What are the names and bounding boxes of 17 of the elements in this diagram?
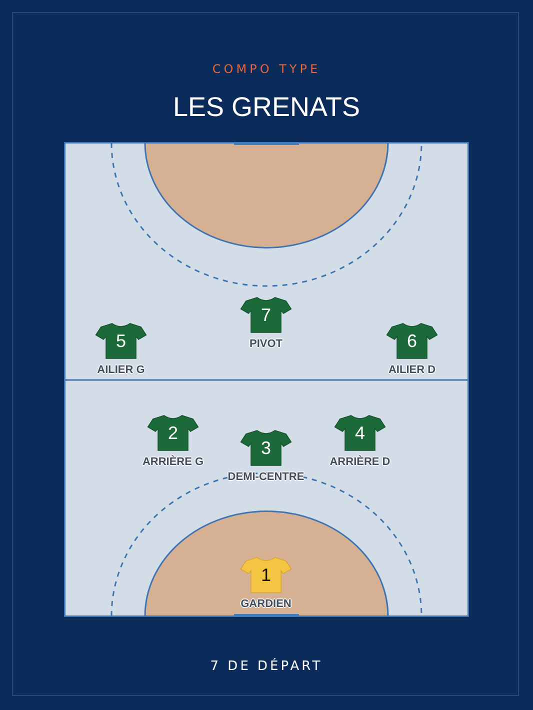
jersey-number: 5 <box>116 330 126 352</box>
jersey-number: 4 <box>354 422 365 444</box>
jersey-number: 1 <box>260 564 271 586</box>
position-label: AILIER D <box>388 364 436 377</box>
jersey-number: 2 <box>168 422 178 444</box>
jersey-number: 7 <box>260 304 271 326</box>
position-label: DEMI-CENTRE <box>228 471 304 484</box>
position-label: PIVOT <box>249 338 282 351</box>
jersey-number: 3 <box>260 437 271 459</box>
caption: 7 DE DÉPART <box>210 659 323 674</box>
jersey-number: 6 <box>406 330 417 352</box>
position-label: GARDIEN <box>240 598 292 611</box>
position-label: ARRIÈRE D <box>330 456 390 469</box>
kicker-label: COMPO TYPE <box>212 62 321 76</box>
position-label: ARRIÈRE G <box>142 456 204 469</box>
position-label: AILIER G <box>97 364 145 377</box>
title: LES GRENATS <box>172 92 360 123</box>
